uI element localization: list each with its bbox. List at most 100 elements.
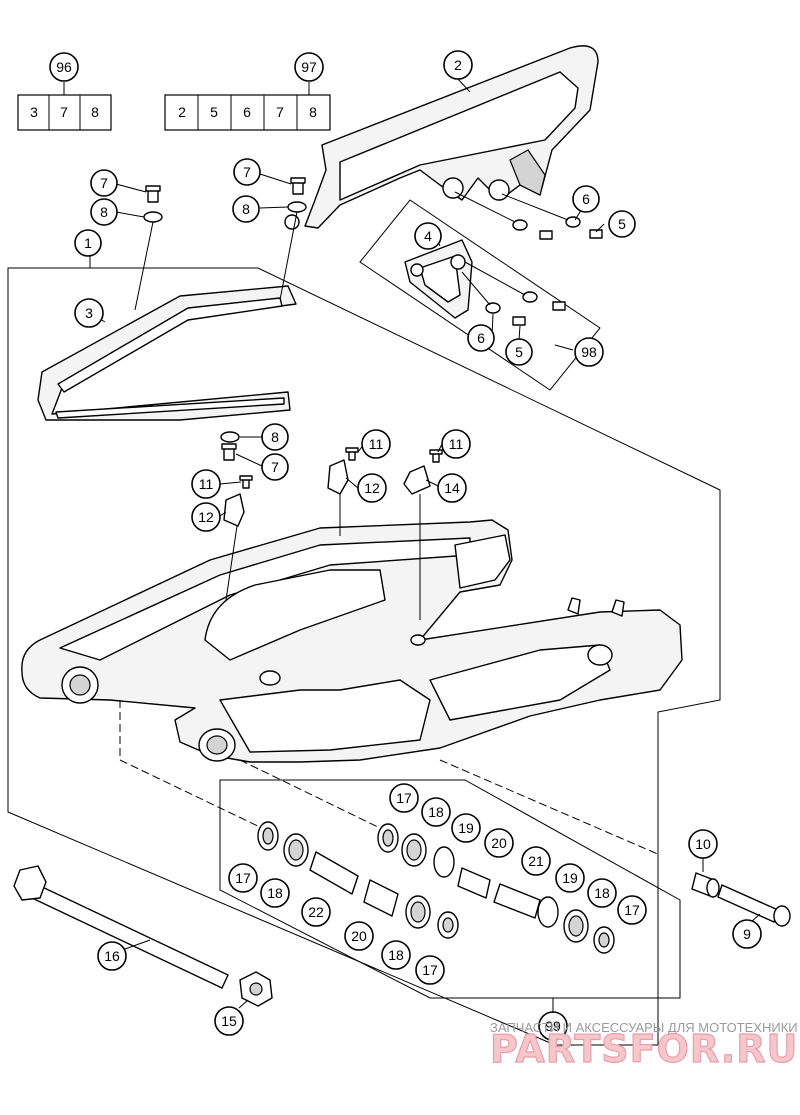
callout-1[interactable]: 1 — [74, 229, 102, 257]
callout-8[interactable]: 8 — [232, 195, 260, 223]
callout-7[interactable]: 7 — [90, 169, 118, 197]
callout-text: 19 — [458, 820, 474, 836]
callout-17[interactable]: 17 — [415, 955, 445, 985]
callout-18[interactable]: 18 — [260, 878, 290, 908]
callout-12[interactable]: 12 — [357, 473, 387, 503]
callout-20[interactable]: 20 — [344, 921, 374, 951]
callout-text: 8 — [100, 204, 108, 220]
kit-97-part: 2 — [178, 104, 186, 120]
callout-20[interactable]: 20 — [484, 828, 514, 858]
callout-text: 20 — [491, 835, 507, 851]
callout-text: 17 — [422, 962, 438, 978]
hardware-group — [143, 177, 443, 527]
callout-text: 3 — [85, 305, 93, 321]
bearing-kit-99[interactable] — [219, 779, 681, 999]
callout-18[interactable]: 18 — [587, 878, 617, 908]
chain-guard-part[interactable] — [284, 45, 599, 230]
callout-5[interactable]: 5 — [608, 210, 636, 238]
bolt-icon — [512, 229, 603, 326]
callout-21[interactable]: 21 — [521, 846, 551, 876]
callout-text: 10 — [695, 836, 711, 852]
pivot-axle-part[interactable] — [13, 865, 229, 989]
callout-text: 15 — [221, 1013, 237, 1029]
washer-icon — [220, 431, 240, 443]
callout-text: 7 — [271, 459, 279, 475]
callout-5[interactable]: 5 — [505, 338, 533, 366]
spacer-sleeve-icon — [493, 883, 541, 919]
callout-11[interactable]: 11 — [191, 469, 221, 499]
callout-2[interactable]: 2 — [443, 50, 473, 80]
callout-text: 12 — [364, 480, 380, 496]
callout-text: 11 — [199, 476, 214, 492]
callout-3[interactable]: 3 — [74, 298, 104, 328]
kit-97-part: 8 — [309, 104, 317, 120]
shock-bushing-part[interactable] — [691, 872, 720, 898]
callout-12[interactable]: 12 — [191, 502, 221, 532]
axle-nut-part[interactable] — [239, 971, 273, 1007]
clip-icon — [223, 493, 245, 527]
callout-6[interactable]: 6 — [467, 324, 495, 352]
callout-text: 98 — [581, 344, 597, 360]
callout-16[interactable]: 16 — [97, 941, 127, 971]
bearing-icon — [283, 833, 309, 867]
callout-14[interactable]: 14 — [437, 473, 467, 503]
bushing-icon — [363, 879, 399, 917]
callout-15[interactable]: 15 — [214, 1006, 244, 1036]
callout-text: 17 — [624, 902, 640, 918]
bearing-seal-icon — [593, 926, 615, 954]
spacer-sleeve-icon — [309, 851, 359, 895]
callout-text: 12 — [198, 509, 214, 525]
callout-8[interactable]: 8 — [90, 198, 118, 226]
callout-7[interactable]: 7 — [233, 158, 261, 186]
callout-text: 7 — [100, 175, 108, 191]
callout-7[interactable]: 7 — [261, 453, 289, 481]
callout-6[interactable]: 6 — [572, 185, 600, 213]
callout-text: 8 — [242, 201, 250, 217]
callout-11[interactable]: 11 — [361, 429, 391, 459]
swingarm-part[interactable] — [21, 519, 683, 763]
callout-18[interactable]: 18 — [421, 797, 451, 827]
callout-text: 11 — [369, 436, 384, 452]
callout-99[interactable]: 99 — [538, 1011, 568, 1041]
callout-11[interactable]: 11 — [441, 429, 471, 459]
screw-icon — [345, 447, 359, 461]
callout-8[interactable]: 8 — [261, 423, 289, 451]
callout-text: 17 — [235, 870, 251, 886]
callout-text: 1 — [84, 235, 92, 251]
callout-22[interactable]: 22 — [301, 897, 331, 927]
callout-19[interactable]: 19 — [451, 813, 481, 843]
watermark-logo: PARTSFOR.RU — [490, 1027, 798, 1071]
kit-96-part: 8 — [91, 104, 99, 120]
callout-18[interactable]: 18 — [381, 940, 411, 970]
bearing-icon — [563, 909, 589, 943]
bolt-icon — [145, 185, 161, 203]
bushing-icon — [457, 867, 491, 899]
kit-97[interactable]: 97 2 5 6 7 8 — [164, 52, 331, 131]
callout-10[interactable]: 10 — [688, 829, 718, 859]
chain-slider-part[interactable] — [37, 285, 297, 421]
clip-icon — [403, 465, 431, 495]
callout-4[interactable]: 4 — [414, 222, 442, 250]
callout-text: 20 — [351, 928, 367, 944]
callout-17[interactable]: 17 — [228, 863, 258, 893]
kit-96-part: 7 — [60, 104, 68, 120]
kit-96[interactable]: 96 3 7 8 — [17, 52, 112, 131]
callout-text: 7 — [243, 164, 251, 180]
kit-97-part: 6 — [243, 104, 251, 120]
callout-17[interactable]: 17 — [617, 895, 647, 925]
callout-98[interactable]: 98 — [574, 337, 604, 367]
chain-guide-kit-98[interactable] — [359, 191, 603, 391]
kit-97-label: 97 — [301, 59, 317, 75]
callout-text: 18 — [388, 947, 404, 963]
shock-bolt-part[interactable] — [717, 884, 791, 927]
bearing-seal-icon — [437, 911, 459, 939]
screw-icon — [239, 475, 253, 489]
callout-text: 4 — [424, 228, 432, 244]
callout-text: 14 — [444, 480, 460, 496]
callout-text: 17 — [396, 790, 412, 806]
callout-text: 2 — [454, 57, 462, 73]
callout-17[interactable]: 17 — [389, 783, 419, 813]
watermark: ЗАПЧАСТИ И АКСЕССУАРЫ ДЛЯ МОТОТЕХНИКИ PA… — [489, 1020, 798, 1072]
callout-9[interactable]: 9 — [732, 919, 762, 949]
callout-19[interactable]: 19 — [555, 863, 585, 893]
